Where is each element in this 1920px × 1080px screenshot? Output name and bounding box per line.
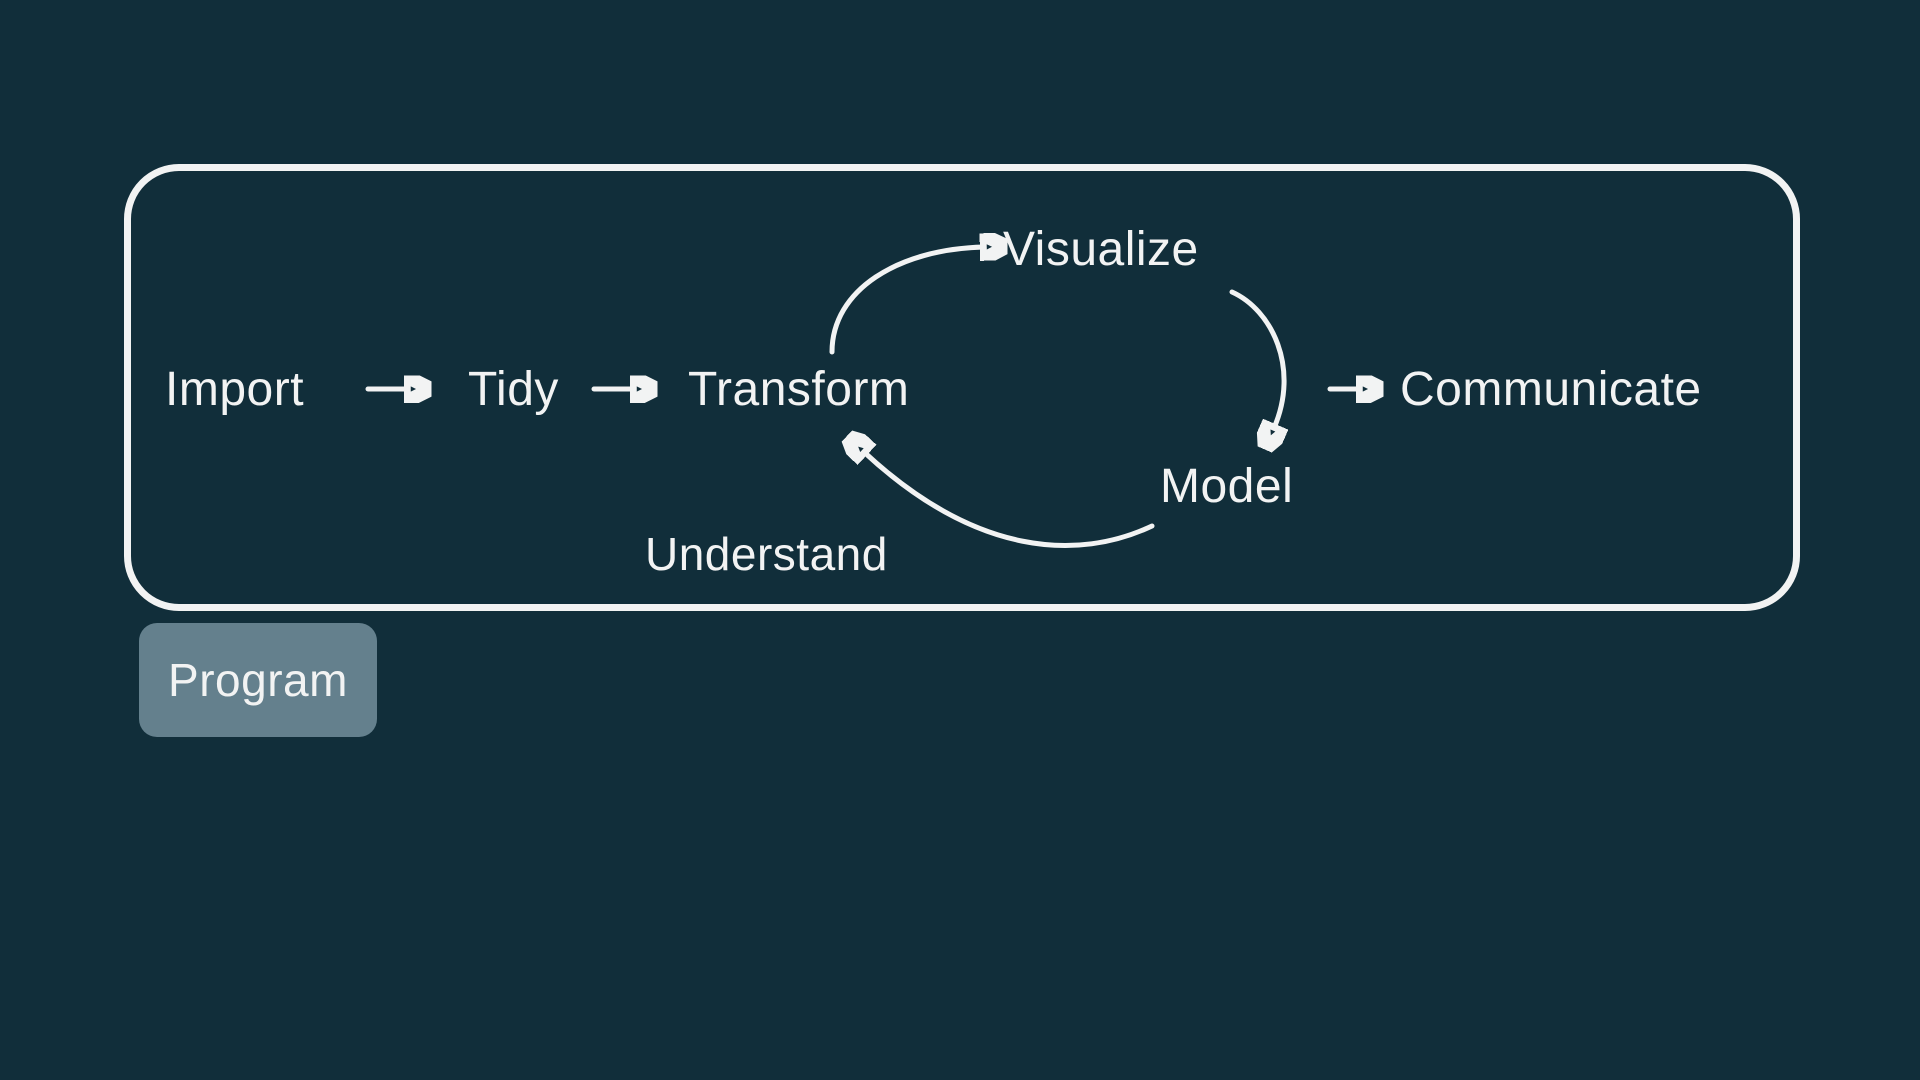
node-communicate: Communicate — [1400, 363, 1702, 416]
node-model: Model — [1160, 460, 1294, 513]
node-visualize: Visualize — [1003, 223, 1199, 276]
cycle-caption-understand: Understand — [645, 528, 888, 580]
program-badge: Program — [139, 623, 377, 737]
program-badge-label: Program — [168, 654, 348, 706]
workflow-frame — [124, 164, 1800, 611]
node-tidy: Tidy — [468, 363, 559, 416]
node-import: Import — [165, 363, 305, 416]
node-transform: Transform — [688, 363, 910, 416]
